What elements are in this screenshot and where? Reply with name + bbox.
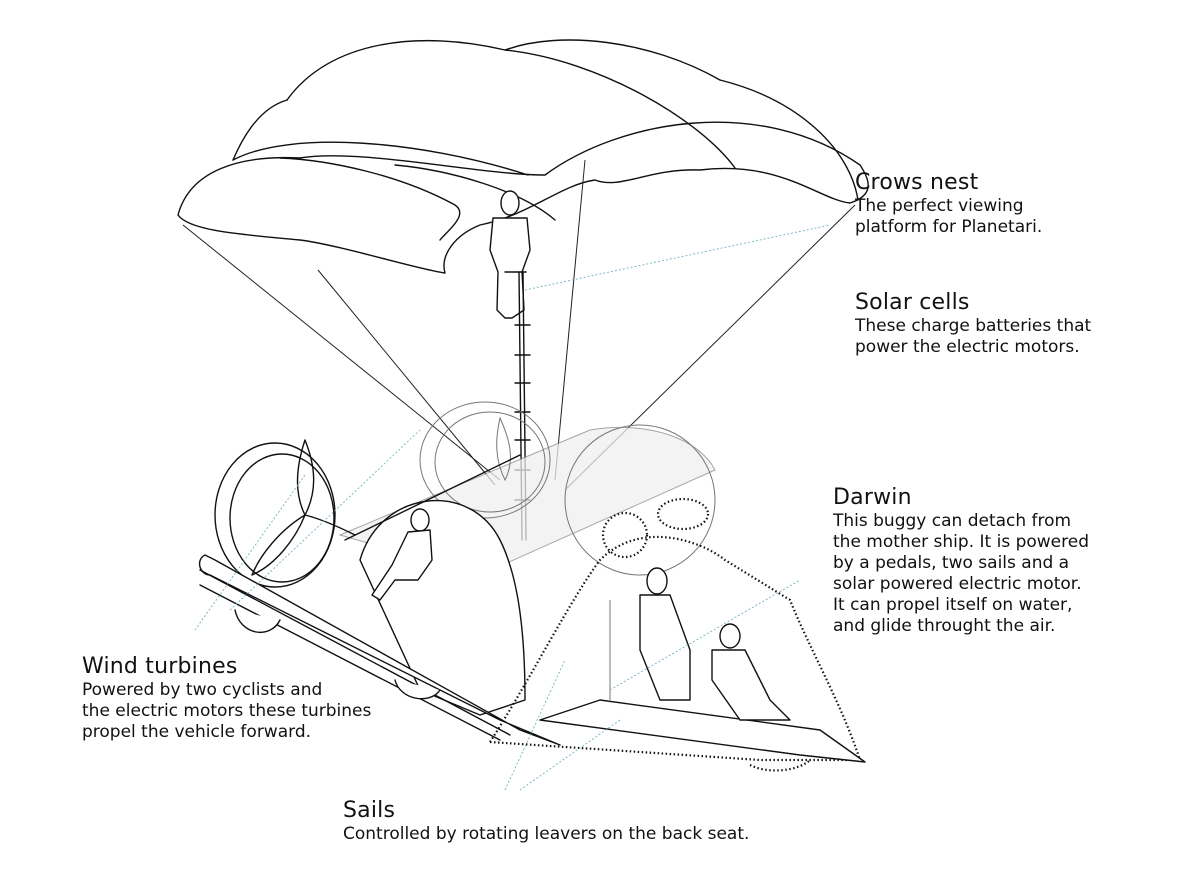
label-title: Wind turbines [82,654,238,679]
label-body: This buggy can detach from the mother sh… [833,511,1089,636]
crows-nest-person [489,190,531,319]
leader-lines [194,224,831,791]
label-title: Solar cells [855,290,970,315]
label-sails: Sails Controlled by rotating leavers on … [343,798,749,845]
label-title: Crows nest [855,170,979,195]
label-wind-turbines: Wind turbines Powered by two cyclists an… [82,654,371,743]
label-title: Sails [343,798,396,823]
cyclist [371,508,433,601]
label-crows-nest: Crows nest The perfect viewing platform … [855,170,1042,238]
darwin-buggy [489,497,866,772]
label-darwin: Darwin This buggy can detach from the mo… [833,485,1089,637]
wind-turbine-right [419,401,551,519]
label-body: These charge batteries that power the el… [855,316,1092,357]
label-body: Controlled by rotating leavers on the ba… [343,824,750,844]
label-title: Darwin [833,485,912,510]
parachute-canopy [177,39,869,274]
darwin-passengers [639,567,791,721]
label-body: The perfect viewing platform for Planeta… [855,196,1043,237]
wind-turbine-left [214,439,356,588]
label-solar-cells: Solar cells These charge batteries that … [855,290,1091,358]
label-body: Powered by two cyclists and the electric… [82,680,372,742]
pontoons [198,554,561,746]
